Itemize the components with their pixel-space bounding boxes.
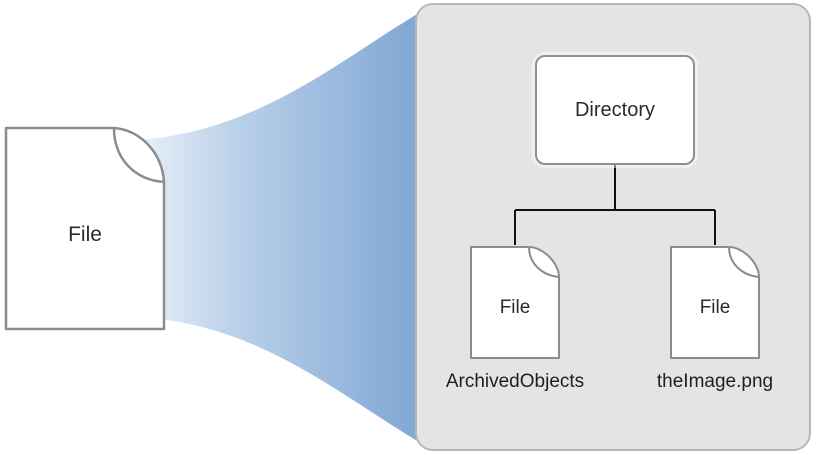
tree-connectors [514,165,716,245]
filesystem-panel: Directory File File ArchivedObjects theI… [415,3,811,451]
fold-crease [528,246,560,278]
fold-crease [112,127,165,184]
fold-crease [728,246,760,278]
file-node-the-image: File [669,245,761,360]
source-file-icon: File [4,126,166,331]
page-outline [670,246,760,359]
document-icon [670,246,760,359]
file-node-archived-objects: File [469,245,561,360]
source-file-label: File [68,222,102,246]
funnel-shape [90,10,424,445]
document-icon [470,246,560,359]
file-caption-archived-objects: ArchivedObjects [445,371,585,392]
document-icon [4,126,166,331]
file-node-label: File [499,296,531,318]
file-node-label: File [699,296,731,318]
directory-node: Directory [535,55,695,165]
directory-label: Directory [574,98,655,121]
page-outline [4,126,166,331]
file-caption-the-image: theImage.png [656,371,774,392]
page-outline [470,246,560,359]
